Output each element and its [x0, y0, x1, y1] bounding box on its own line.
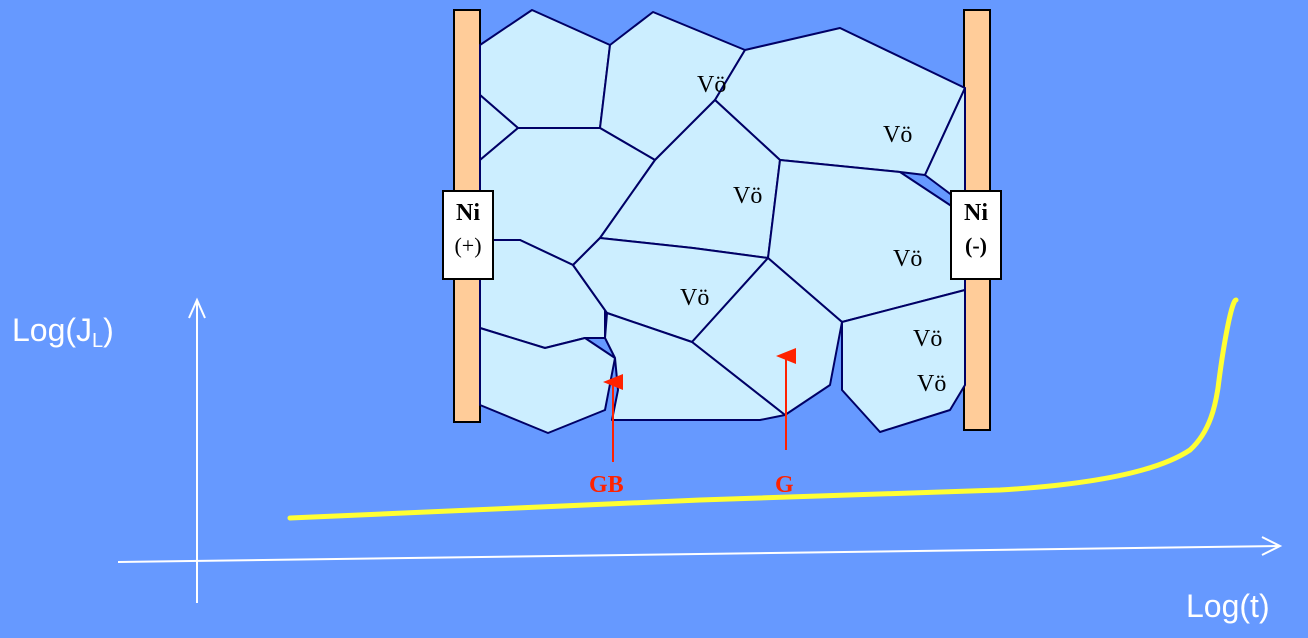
grain-structure	[479, 9, 966, 434]
grain-boundary-label: GB	[589, 472, 624, 498]
y-axis-arrowhead	[188, 297, 206, 319]
vacancy-label: Vö	[733, 183, 763, 209]
grain	[841, 289, 966, 433]
y-axis-label: Log(JL)	[12, 312, 114, 352]
right-electrode-label: Ni (-)	[950, 190, 1002, 280]
right-electrode-polarity: (-)	[965, 233, 987, 258]
x-axis	[117, 545, 1281, 563]
vacancy-label: Vö	[893, 246, 923, 272]
left-electrode-material: Ni	[456, 200, 480, 226]
vacancy-label: Vö	[883, 122, 913, 148]
leakage-current-curve	[287, 297, 1239, 521]
vacancy-label: Vö	[680, 285, 710, 311]
vacancy-label: Vö	[697, 72, 727, 98]
grain	[479, 9, 611, 129]
vacancy-label: Vö	[917, 371, 947, 397]
right-electrode-material: Ni	[964, 200, 988, 226]
x-axis-label: Log(t)	[1186, 588, 1270, 624]
left-electrode-label: Ni (+)	[442, 190, 494, 280]
left-electrode-polarity: (+)	[454, 233, 482, 258]
x-axis-arrowhead	[1261, 536, 1283, 556]
grain	[924, 87, 966, 206]
grain	[691, 257, 843, 416]
grain-label: G	[775, 472, 794, 498]
vacancy-label: Vö	[913, 326, 943, 352]
